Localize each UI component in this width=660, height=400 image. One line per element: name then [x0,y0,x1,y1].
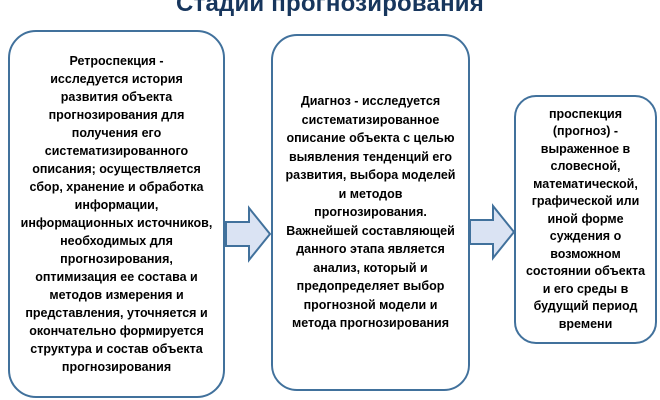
diagram-title: Стадии прогнозирования [176,0,484,17]
right-arrow-icon [469,203,516,261]
stage-text: Ретроспекция - исследуется история разви… [20,52,213,376]
stage-box-retrospection: Ретроспекция - исследуется история разви… [8,30,225,398]
right-arrow-icon [225,205,272,263]
stage-box-prospection: проспекция (прогноз) - выраженное в слов… [514,95,657,344]
stage-heading: проспекция (прогноз) - [548,106,623,139]
stage-body: исследуется систематизированное описание… [285,94,456,331]
stage-body: выраженное в словесной, математической, … [525,141,646,331]
stage-text: проспекция (прогноз) - выраженное в слов… [525,106,646,334]
stage-text: Диагноз - исследуется систематизированно… [285,92,456,333]
stage-heading: Ретроспекция - [69,54,164,68]
stage-box-diagnosis: Диагноз - исследуется систематизированно… [271,34,470,391]
stage-heading: Диагноз - [300,94,359,109]
stage-body: исследуется история развития объекта про… [20,72,213,374]
